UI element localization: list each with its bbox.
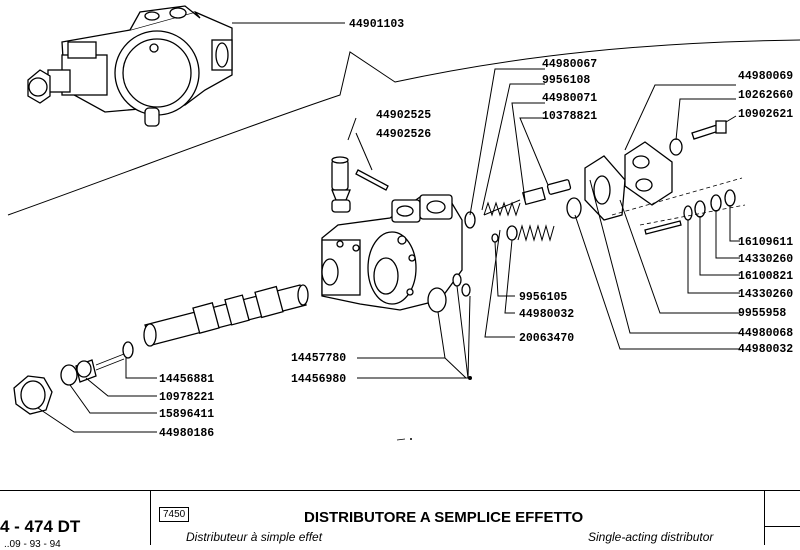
dashed-guide-line-2 [639,204,746,226]
part-number: 15896411 [159,408,214,421]
separator-line [7,39,800,216]
part-number: 14456881 [159,373,214,386]
reference-code: 7450 [159,507,190,522]
part-number: 10262660 [738,89,793,102]
part-number: 44980067 [542,58,597,71]
part-number: 14457780 [291,352,346,365]
part-number: 14330260 [738,253,793,266]
part-number: 44902525 [376,109,431,122]
part-number: 44980071 [542,92,597,105]
title-english: Single-acting distributor [588,530,714,544]
title-italian: DISTRIBUTORE A SEMPLICE EFFETTO [304,509,584,526]
part-number: 10378821 [542,110,597,123]
spring-right-drawing [517,224,555,242]
part-number: 44980068 [738,327,793,340]
model-label: 4 - 474 DT [0,517,81,536]
title-french: Distributeur à simple effet [186,530,323,544]
part-number: 44902526 [376,128,431,141]
pin-assembly-drawing [331,156,389,213]
part-number: 9956105 [519,291,567,304]
part-number: 14456980 [291,373,346,386]
part-number: 14330260 [738,288,793,301]
part-number: 9955958 [738,307,786,320]
part-number: 16100821 [738,270,793,283]
part-number: 10978221 [159,391,214,404]
valve-body-drawing [321,194,463,311]
exploded-parts-diagram: 44901103 44902525 44902526 44980067 9956… [7,5,800,441]
spool-drawing [143,284,309,347]
cover-gasket-drawing [584,120,727,221]
leader-lines [37,22,740,433]
part-number: 44980069 [738,70,793,83]
part-number: 44980186 [159,427,214,440]
part-number: 10902621 [738,108,793,121]
dashed-guide-line [611,177,743,216]
stray-mark [396,438,406,441]
part-number: 9956108 [542,74,590,87]
spring-left-drawing [483,199,521,217]
part-number: 44980032 [738,343,793,356]
assembled-distributor-drawing [27,5,233,127]
part-number: 44980032 [519,308,574,321]
part-number: 20063470 [519,332,574,345]
part-number: 44901103 [349,18,404,31]
part-number: 16109611 [738,236,793,249]
seal-rings-drawing [427,211,476,313]
footer-title-block [0,490,800,545]
knob-drawing [13,341,134,415]
